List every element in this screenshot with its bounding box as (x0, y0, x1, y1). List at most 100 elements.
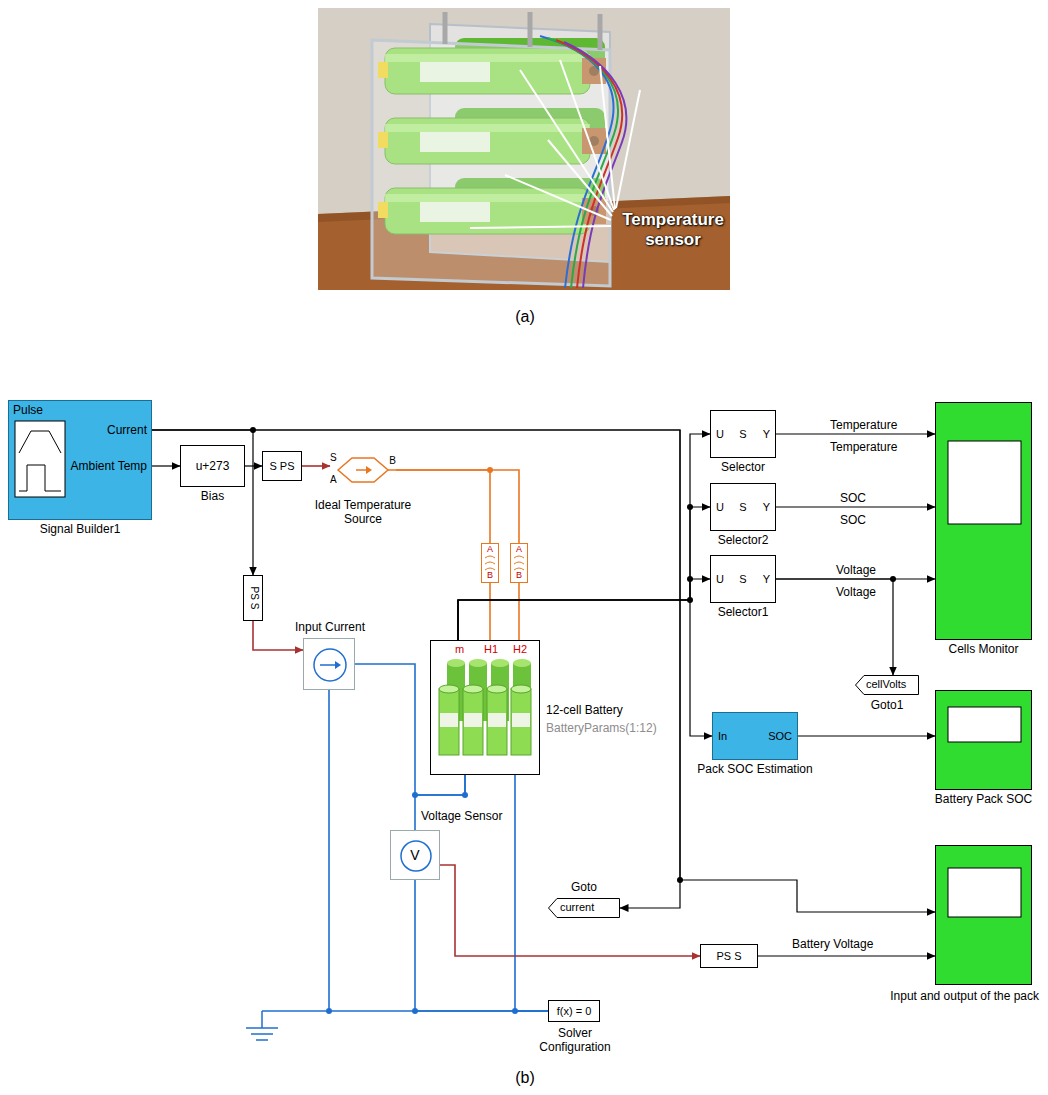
block-text: Goto (548, 880, 620, 894)
battery-block: mH1H212-cell BatteryBatteryParams(1:12) (430, 640, 540, 775)
block-text: f(x) = 0 (549, 1005, 599, 1018)
signal-line (152, 430, 680, 908)
photo-annotation: Temperature sensor (618, 210, 728, 250)
signal-line (798, 735, 935, 736)
acrylic-front-plate (372, 40, 610, 286)
signal-line (152, 465, 180, 466)
goto-block: cellVoltsGoto1 (855, 675, 919, 695)
goto-block: currentGoto (548, 898, 620, 918)
leader-lines (470, 60, 640, 228)
block-text: U (716, 428, 724, 441)
block-icon (431, 641, 541, 776)
signal-line (152, 430, 935, 912)
block-text: In (718, 730, 727, 743)
block-text: cellVolts (866, 678, 906, 691)
block-text: Battery Pack SOC (876, 792, 1048, 806)
signal-line (776, 579, 893, 675)
signal-line (458, 507, 710, 640)
selector-block: USYSelector1 (710, 555, 776, 603)
panel-label: (a) (500, 307, 550, 326)
block-text: Selector1 (651, 605, 835, 619)
block-text: B (511, 570, 527, 581)
selector-block: USYSelector (710, 410, 776, 458)
signal-line (776, 506, 935, 507)
subsystem-block: InSOCPack SOC Estimation (712, 712, 798, 760)
block-icon (304, 639, 356, 691)
physical-connection (440, 865, 700, 956)
signal-line (458, 579, 710, 640)
block-text: B (389, 455, 396, 467)
converter-block: PS S (243, 575, 263, 621)
ground-symbol (246, 1011, 329, 1040)
block-text: Bias (121, 489, 304, 503)
signal-name: SOC (840, 491, 866, 505)
block-text: BatteryParams(1:12) (546, 721, 657, 735)
block-text: Current (107, 423, 147, 437)
block-icon (936, 846, 1033, 986)
block-text: Selector2 (651, 533, 835, 547)
signal-name: Temperature (830, 440, 897, 454)
signal-name: Voltage (836, 563, 876, 577)
signal-name: Battery Voltage (792, 937, 873, 951)
block-text: Y (763, 428, 770, 441)
physical-connection (355, 664, 465, 795)
signal-name: Voltage (836, 585, 876, 599)
block-text: Ideal Temperature Source (303, 498, 423, 527)
physical-connection (515, 775, 548, 1011)
physical-connection (518, 583, 520, 640)
threaded-rods (445, 12, 600, 50)
scope-block: Input and output of the pack (935, 845, 1032, 985)
block-text: Input Current (274, 620, 386, 634)
block-text: Y (763, 501, 770, 514)
physical-connection (302, 465, 330, 467)
converter-block: PS S (700, 944, 758, 968)
block-text: Pulse (13, 403, 43, 417)
physical-connection (489, 583, 491, 640)
block-text: SOC (768, 730, 792, 743)
physical-connection (396, 470, 519, 543)
block-text: A (482, 544, 498, 555)
block-text: Pack SOC Estimation (653, 762, 857, 776)
block-text: B (482, 570, 498, 581)
convective-heat-block: AB (481, 543, 499, 583)
junction-dots (250, 427, 896, 1014)
block-text: u+273 (181, 459, 244, 473)
signal-line (458, 434, 710, 640)
signal-name: Temperature (830, 418, 897, 432)
bias-block: u+273Bias (180, 445, 245, 487)
voltage-sensor: VVoltage Sensor (390, 830, 440, 880)
block-text: U (716, 573, 724, 586)
signal-line (776, 433, 935, 434)
signal-builder-block: PulseCurrentAmbient TempSignal Builder1 (8, 400, 152, 520)
temperature-source: SABIdeal Temperature Source (330, 452, 396, 488)
current-source: Input Current (303, 638, 355, 690)
block-text: m (455, 643, 464, 656)
block-text: Signal Builder1 (0, 522, 211, 536)
converter-block: S PS (262, 451, 302, 481)
signal-line (758, 955, 935, 956)
block-text: H2 (513, 643, 527, 656)
convective-heat-block: AB (510, 543, 528, 583)
signal-name: SOC (840, 513, 866, 527)
block-text: PS S (248, 575, 260, 621)
block-text: Ambient Temp (71, 459, 147, 473)
scope-block: Battery Pack SOC (935, 690, 1032, 790)
block-icon (936, 691, 1033, 791)
signal-line (458, 600, 712, 736)
solver-block: f(x) = 0Solver Configuration (548, 1000, 600, 1022)
block-text: A (330, 474, 337, 486)
block-text: Selector (651, 460, 835, 474)
block-icon (936, 403, 1033, 641)
block-text: current (560, 901, 594, 914)
block-text: Voltage Sensor (421, 809, 502, 823)
block-text: A (511, 544, 527, 555)
block-text: PS S (701, 950, 757, 963)
block-text: Solver Configuration (530, 1026, 620, 1055)
block-text: S PS (263, 460, 301, 473)
block-text: H1 (484, 643, 498, 656)
block-text: S (330, 452, 337, 464)
block-text: V (391, 847, 439, 864)
battery-pack-photo (0, 0, 1048, 300)
physical-connection (415, 880, 548, 1011)
